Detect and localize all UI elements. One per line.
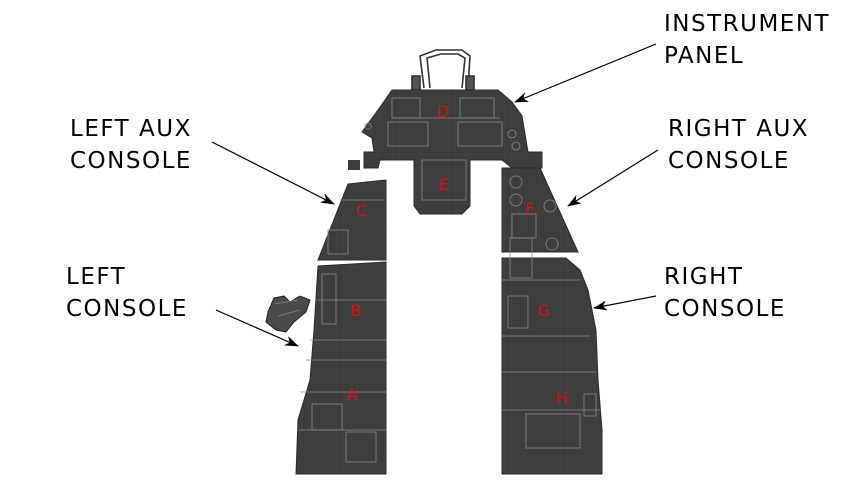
callout-line: LEFT AUX bbox=[70, 116, 192, 142]
right-console-callout: RIGHT CONSOLE bbox=[664, 261, 786, 325]
right-console-arrow bbox=[593, 295, 657, 311]
right-aux-console-callout: RIGHT AUX CONSOLE bbox=[668, 113, 809, 177]
left-console-shape bbox=[295, 261, 387, 475]
callout-line: CONSOLE bbox=[70, 148, 192, 174]
left-aux-console-shape bbox=[317, 179, 387, 261]
callout-line: CONSOLE bbox=[66, 296, 188, 322]
right-aux-console-shape bbox=[501, 167, 579, 253]
callout-line: RIGHT bbox=[664, 264, 744, 290]
instrument-panel-arrow bbox=[514, 43, 657, 103]
left-console-callout: LEFT CONSOLE bbox=[66, 261, 188, 325]
left-aux-console-callout: LEFT AUX CONSOLE bbox=[70, 113, 192, 177]
right-aux-console-arrow bbox=[567, 149, 659, 207]
callout-line: RIGHT AUX bbox=[668, 116, 810, 142]
panel-label-g: G bbox=[538, 301, 550, 320]
callout-arrows bbox=[211, 43, 659, 347]
panel-label-c: C bbox=[356, 201, 367, 220]
instrument-panel-callout: INSTRUMENT PANEL bbox=[664, 8, 830, 72]
canopy-frame bbox=[411, 49, 475, 91]
left-aux-console-arrow bbox=[211, 141, 335, 205]
panel-label-a: A bbox=[347, 385, 358, 404]
left-console-arrow bbox=[215, 309, 299, 347]
instrument-panel-shape bbox=[348, 89, 543, 215]
panel-label-f: F bbox=[525, 199, 534, 218]
right-console-shape bbox=[501, 237, 603, 475]
callout-line: CONSOLE bbox=[664, 296, 786, 322]
panel-label-d: D bbox=[437, 102, 449, 121]
panel-label-e: E bbox=[439, 175, 449, 194]
callout-line: INSTRUMENT bbox=[664, 11, 831, 37]
panel-label-b: B bbox=[351, 301, 362, 320]
callout-line: PANEL bbox=[664, 43, 745, 69]
panel-label-h: H bbox=[556, 388, 568, 407]
throttle-grip bbox=[265, 295, 311, 333]
callout-line: CONSOLE bbox=[668, 148, 790, 174]
callout-line: LEFT bbox=[66, 264, 127, 290]
